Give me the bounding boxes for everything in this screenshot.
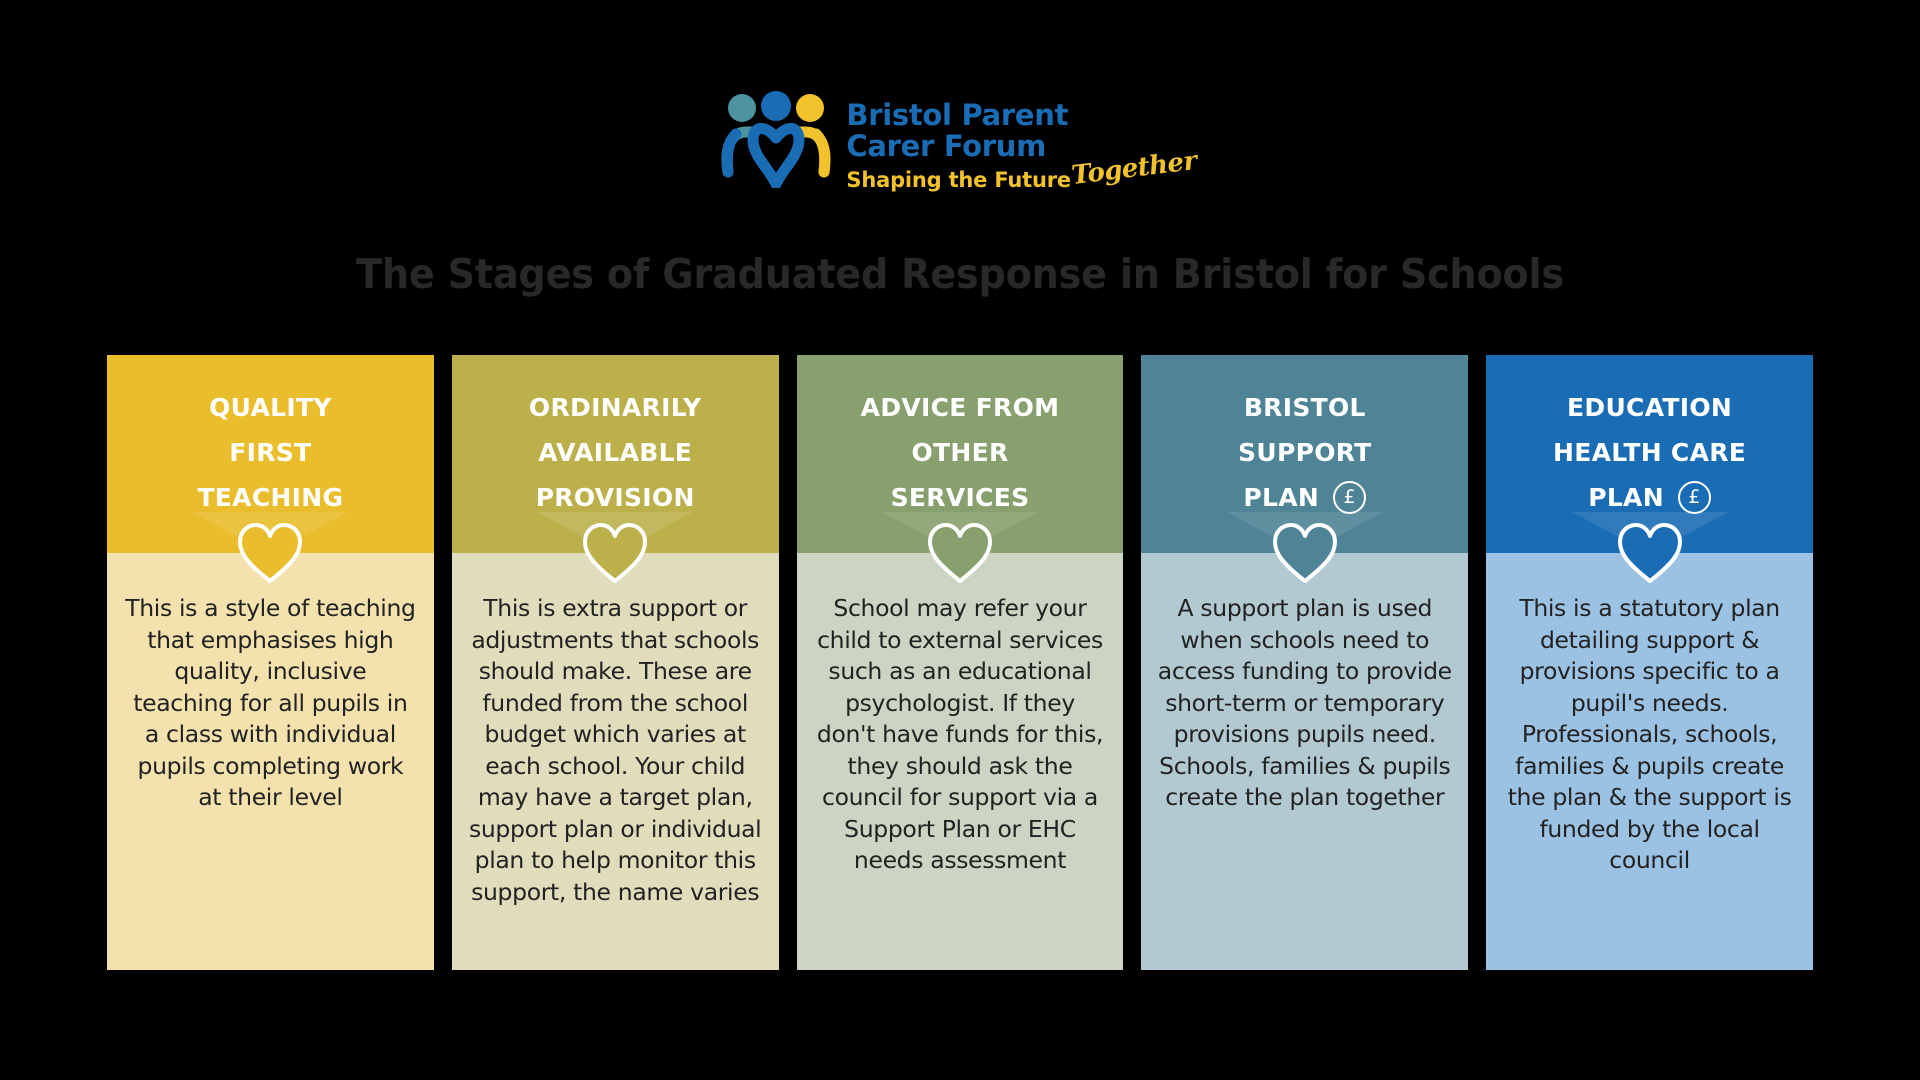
stage-title-line: QUALITY	[209, 393, 332, 422]
page-title: The Stages of Graduated Response in Bris…	[356, 250, 1564, 298]
stage-description-bristol-support-plan: A support plan is used when schools need…	[1157, 594, 1452, 811]
stage-title-education-health-care-plan: EDUCATION HEALTH CARE PLAN £	[1547, 385, 1752, 520]
heart-icon	[1617, 523, 1682, 583]
heart-icon	[927, 523, 992, 583]
graduated-response-stage-columns: QUALITY FIRST TEACHING This is a style of t…	[107, 355, 1813, 970]
stage-body-ordinarily-available-provision: This is extra support or adjustments tha…	[451, 553, 779, 970]
logo-name-line2: Carer Forum	[846, 129, 1047, 163]
stage-body-bristol-support-plan: A support plan is used when schools need…	[1141, 553, 1469, 970]
heart-icon	[583, 523, 648, 583]
stage-body-education-health-care-plan: This is a statutory plan detailing suppo…	[1486, 553, 1813, 970]
funding-pound-icon: £	[1677, 481, 1711, 514]
stage-title-advice-from-other-services: ADVICE FROM OTHER SERVICES	[855, 385, 1066, 520]
logo-name-line1: Bristol Parent	[846, 98, 1069, 132]
stage-title-line: ADVICE FROM	[860, 393, 1060, 422]
heart-icon	[1272, 523, 1337, 583]
stage-title-quality-first-teaching: QUALITY FIRST TEACHING	[191, 385, 349, 520]
stage-body-quality-first-teaching: This is a style of teaching that emphasi…	[107, 553, 434, 970]
stage-column-advice-from-other-services[interactable]: ADVICE FROM OTHER SERVICES School may refer…	[796, 355, 1124, 970]
stage-title-line: BRISTOL	[1243, 393, 1366, 422]
stage-title-line: SERVICES	[890, 483, 1030, 512]
heart-icon	[238, 523, 303, 583]
stage-title-line: FIRST	[229, 438, 312, 467]
brand-logo: Bristol Parent Carer Forum Shaping the F…	[0, 88, 1920, 194]
funding-pound-icon: £	[1333, 481, 1367, 514]
stage-body-advice-from-other-services: School may refer your child to external …	[796, 553, 1124, 970]
stage-description-ordinarily-available-provision: This is extra support or adjustments tha…	[469, 594, 762, 906]
stage-title-line: PROVISION	[535, 483, 695, 512]
stage-column-ordinarily-available-provision[interactable]: ORDINARILY AVAILABLE PROVISION This is extr…	[451, 355, 779, 970]
stage-title-bristol-support-plan: BRISTOL SUPPORT PLAN £	[1232, 385, 1377, 520]
stage-title-line: PLAN	[1243, 483, 1320, 512]
stage-title-line: EDUCATION	[1567, 393, 1733, 422]
stage-title-line: PLAN	[1588, 483, 1664, 512]
stage-description-advice-from-other-services: School may refer your child to external …	[816, 594, 1104, 874]
stage-title-ordinarily-available-provision: ORDINARILY AVAILABLE PROVISION	[523, 385, 708, 520]
stage-description-quality-first-teaching: This is a style of teaching that emphasi…	[125, 594, 416, 811]
three-people-heart-logo-icon	[720, 88, 832, 190]
logo-tagline: Shaping the Future	[846, 168, 1071, 192]
stage-column-bristol-support-plan[interactable]: BRISTOL SUPPORT PLAN £ A support plan is use…	[1141, 355, 1469, 970]
stage-title-line: AVAILABLE	[538, 438, 693, 467]
stage-title-line: SUPPORT	[1238, 438, 1372, 467]
stage-column-education-health-care-plan[interactable]: EDUCATION HEALTH CARE PLAN £ This is a statu…	[1486, 355, 1813, 970]
stage-description-education-health-care-plan: This is a statutory plan detailing suppo…	[1507, 594, 1792, 874]
stage-title-line: TEACHING	[197, 483, 344, 512]
stage-title-line: HEALTH CARE	[1553, 438, 1747, 467]
stage-title-line: ORDINARILY	[528, 393, 702, 422]
stage-column-quality-first-teaching[interactable]: QUALITY FIRST TEACHING This is a style of t…	[107, 355, 434, 970]
stage-title-line: OTHER	[911, 438, 1009, 467]
